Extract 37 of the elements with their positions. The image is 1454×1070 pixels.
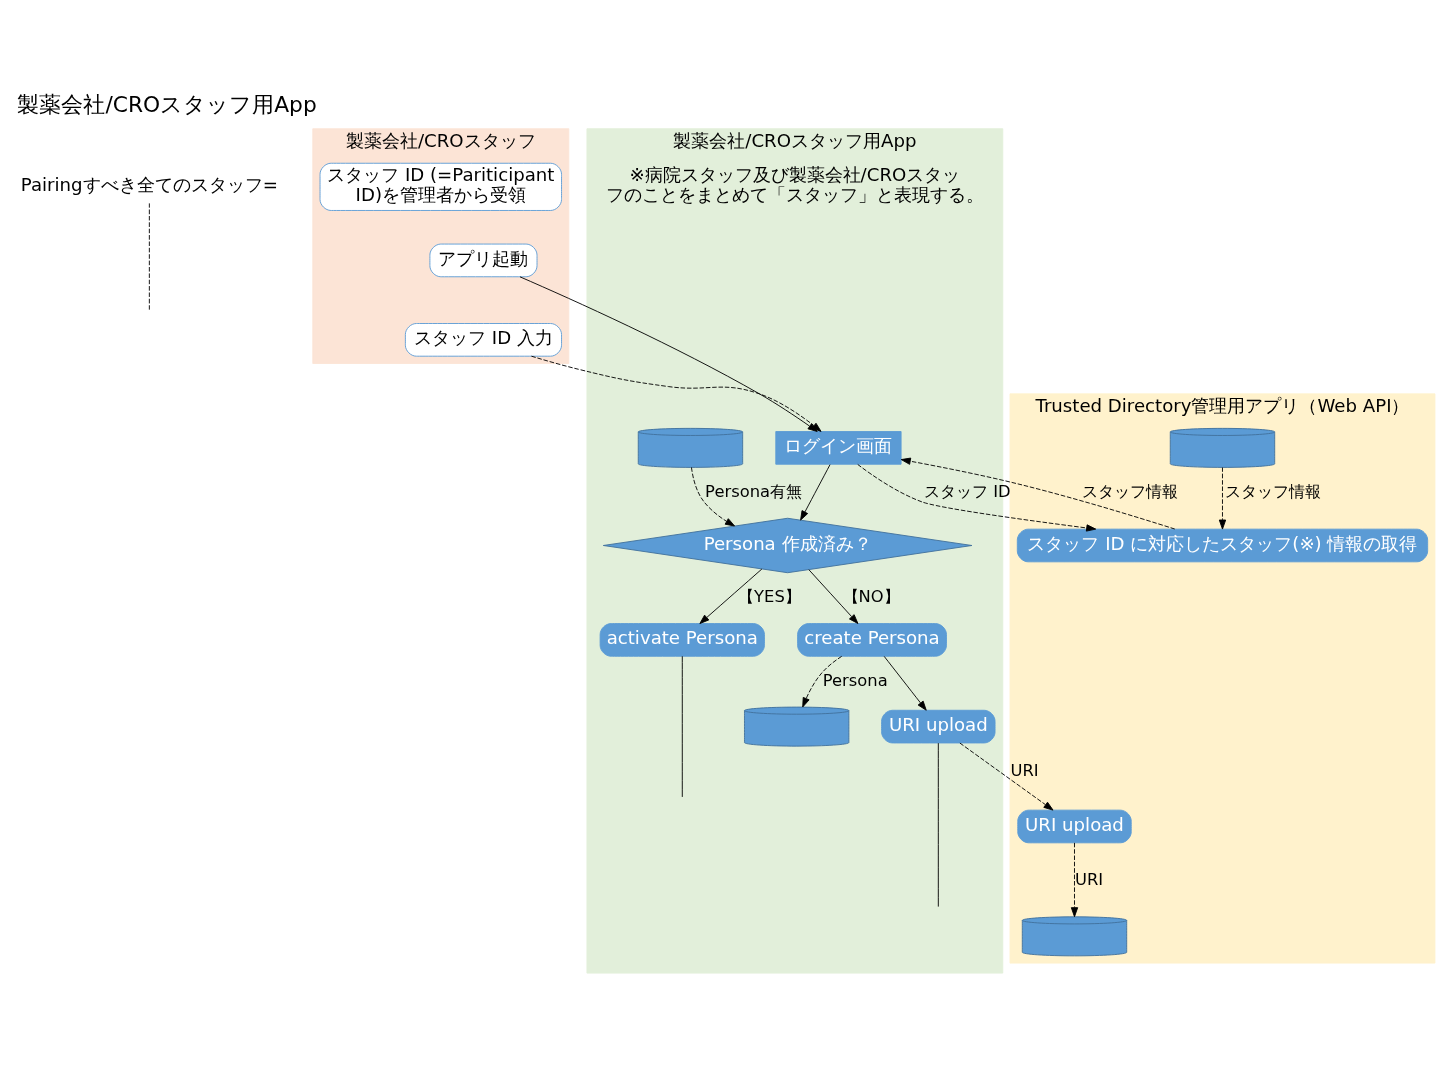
node-box: create Persona [797, 622, 947, 657]
diagram-title: 製薬会社/CROスタッフ用App [17, 91, 317, 117]
arrow [959, 742, 1054, 811]
connector [937, 742, 939, 907]
arrow [531, 355, 822, 432]
edge-label: 【YES】 [738, 586, 801, 606]
edge-label: スタッフ情報 [1081, 481, 1178, 501]
arrow [691, 466, 735, 526]
edge-label: スタッフ情報 [1225, 481, 1322, 501]
node-box: activate Persona [599, 622, 765, 657]
node-box: スタッフ ID (=Pariticipant ID)を管理者から受領 [319, 162, 562, 211]
label: ※病院スタッフ及び製薬会社/CROスタッフのことをまとめて「スタッフ」と表現する。 [605, 163, 984, 205]
edge-label: スタッフ ID [924, 481, 1011, 501]
arrow [900, 457, 1176, 529]
arrow [808, 568, 859, 624]
arrow [883, 655, 927, 711]
node-box: スタッフ ID 入力 [404, 322, 562, 357]
edge-label: URI [1010, 760, 1039, 780]
arrow [1218, 466, 1227, 530]
node-text: Pairingすべき全てのスタッフ= [20, 173, 278, 195]
edge-label: Persona [822, 670, 888, 690]
node-box: スタッフ ID に対応したスタッフ(※) 情報の取得 [1016, 528, 1429, 562]
edge-label: 【NO】 [842, 586, 900, 606]
arrow [800, 463, 831, 521]
arrow [857, 463, 1097, 532]
arrow [519, 275, 818, 432]
arrow [802, 655, 843, 707]
edge-label: URI [1074, 869, 1104, 889]
node-box: ログイン画面 [775, 430, 902, 465]
arrow [1070, 841, 1079, 917]
arrow [699, 568, 763, 624]
connector [681, 655, 683, 797]
edge-label: Persona有無 [705, 481, 802, 501]
node-box: URI upload [1017, 809, 1132, 843]
node-box: アプリ起動 [429, 243, 538, 277]
connector [148, 202, 150, 311]
node-box: URI upload [881, 709, 996, 743]
